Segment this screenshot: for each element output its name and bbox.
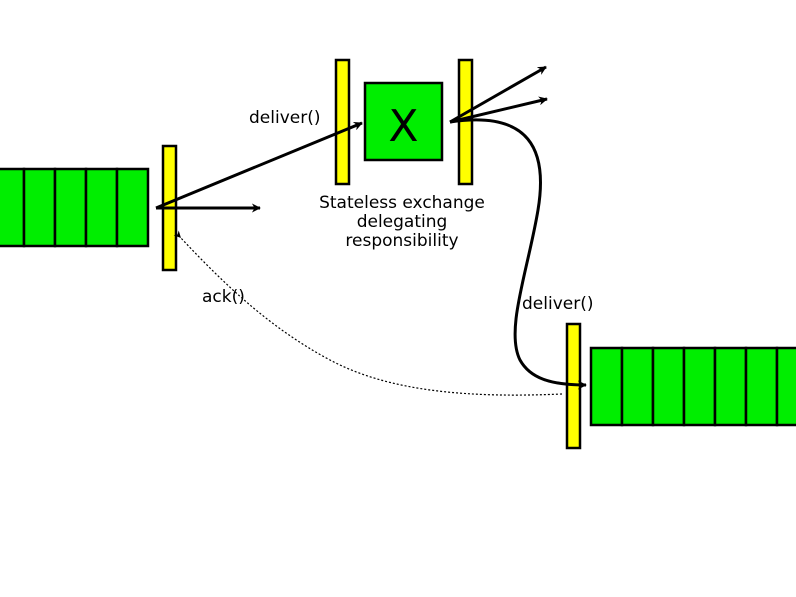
deliver-label-top: deliver() [249,108,320,128]
queue-cell [620,346,655,427]
queue-cell [589,346,624,427]
queue-cell [775,346,796,427]
queue-cell [0,167,26,248]
ack-label: ack() [202,287,245,307]
exchange-caption-line-3: responsibility [345,231,458,251]
queue-cell [713,346,748,427]
queue-cell [682,346,717,427]
ack-arrow [173,230,563,396]
exchange-out-arrow-upper [449,65,547,124]
queue-cell [744,346,779,427]
right-queue [589,346,796,427]
queue-cell [22,167,57,248]
deliver-label-right: deliver() [522,294,593,314]
queue-cell [84,167,119,248]
exchange-out-arrow-lower [449,96,548,124]
queue-cell [115,167,150,248]
exchange-symbol: X [388,101,418,152]
queue-cell [53,167,88,248]
exchange-input-gate [334,58,351,186]
queue-cell [651,346,686,427]
deliver-to-right-queue-arrow [449,118,587,390]
exchange-caption-line-1: Stateless exchange [319,193,485,213]
exchange-caption-line-2: delegating [357,212,448,232]
deliver-to-exchange-arrow [155,121,363,210]
left-queue [0,167,150,248]
exchange-box [363,81,444,162]
